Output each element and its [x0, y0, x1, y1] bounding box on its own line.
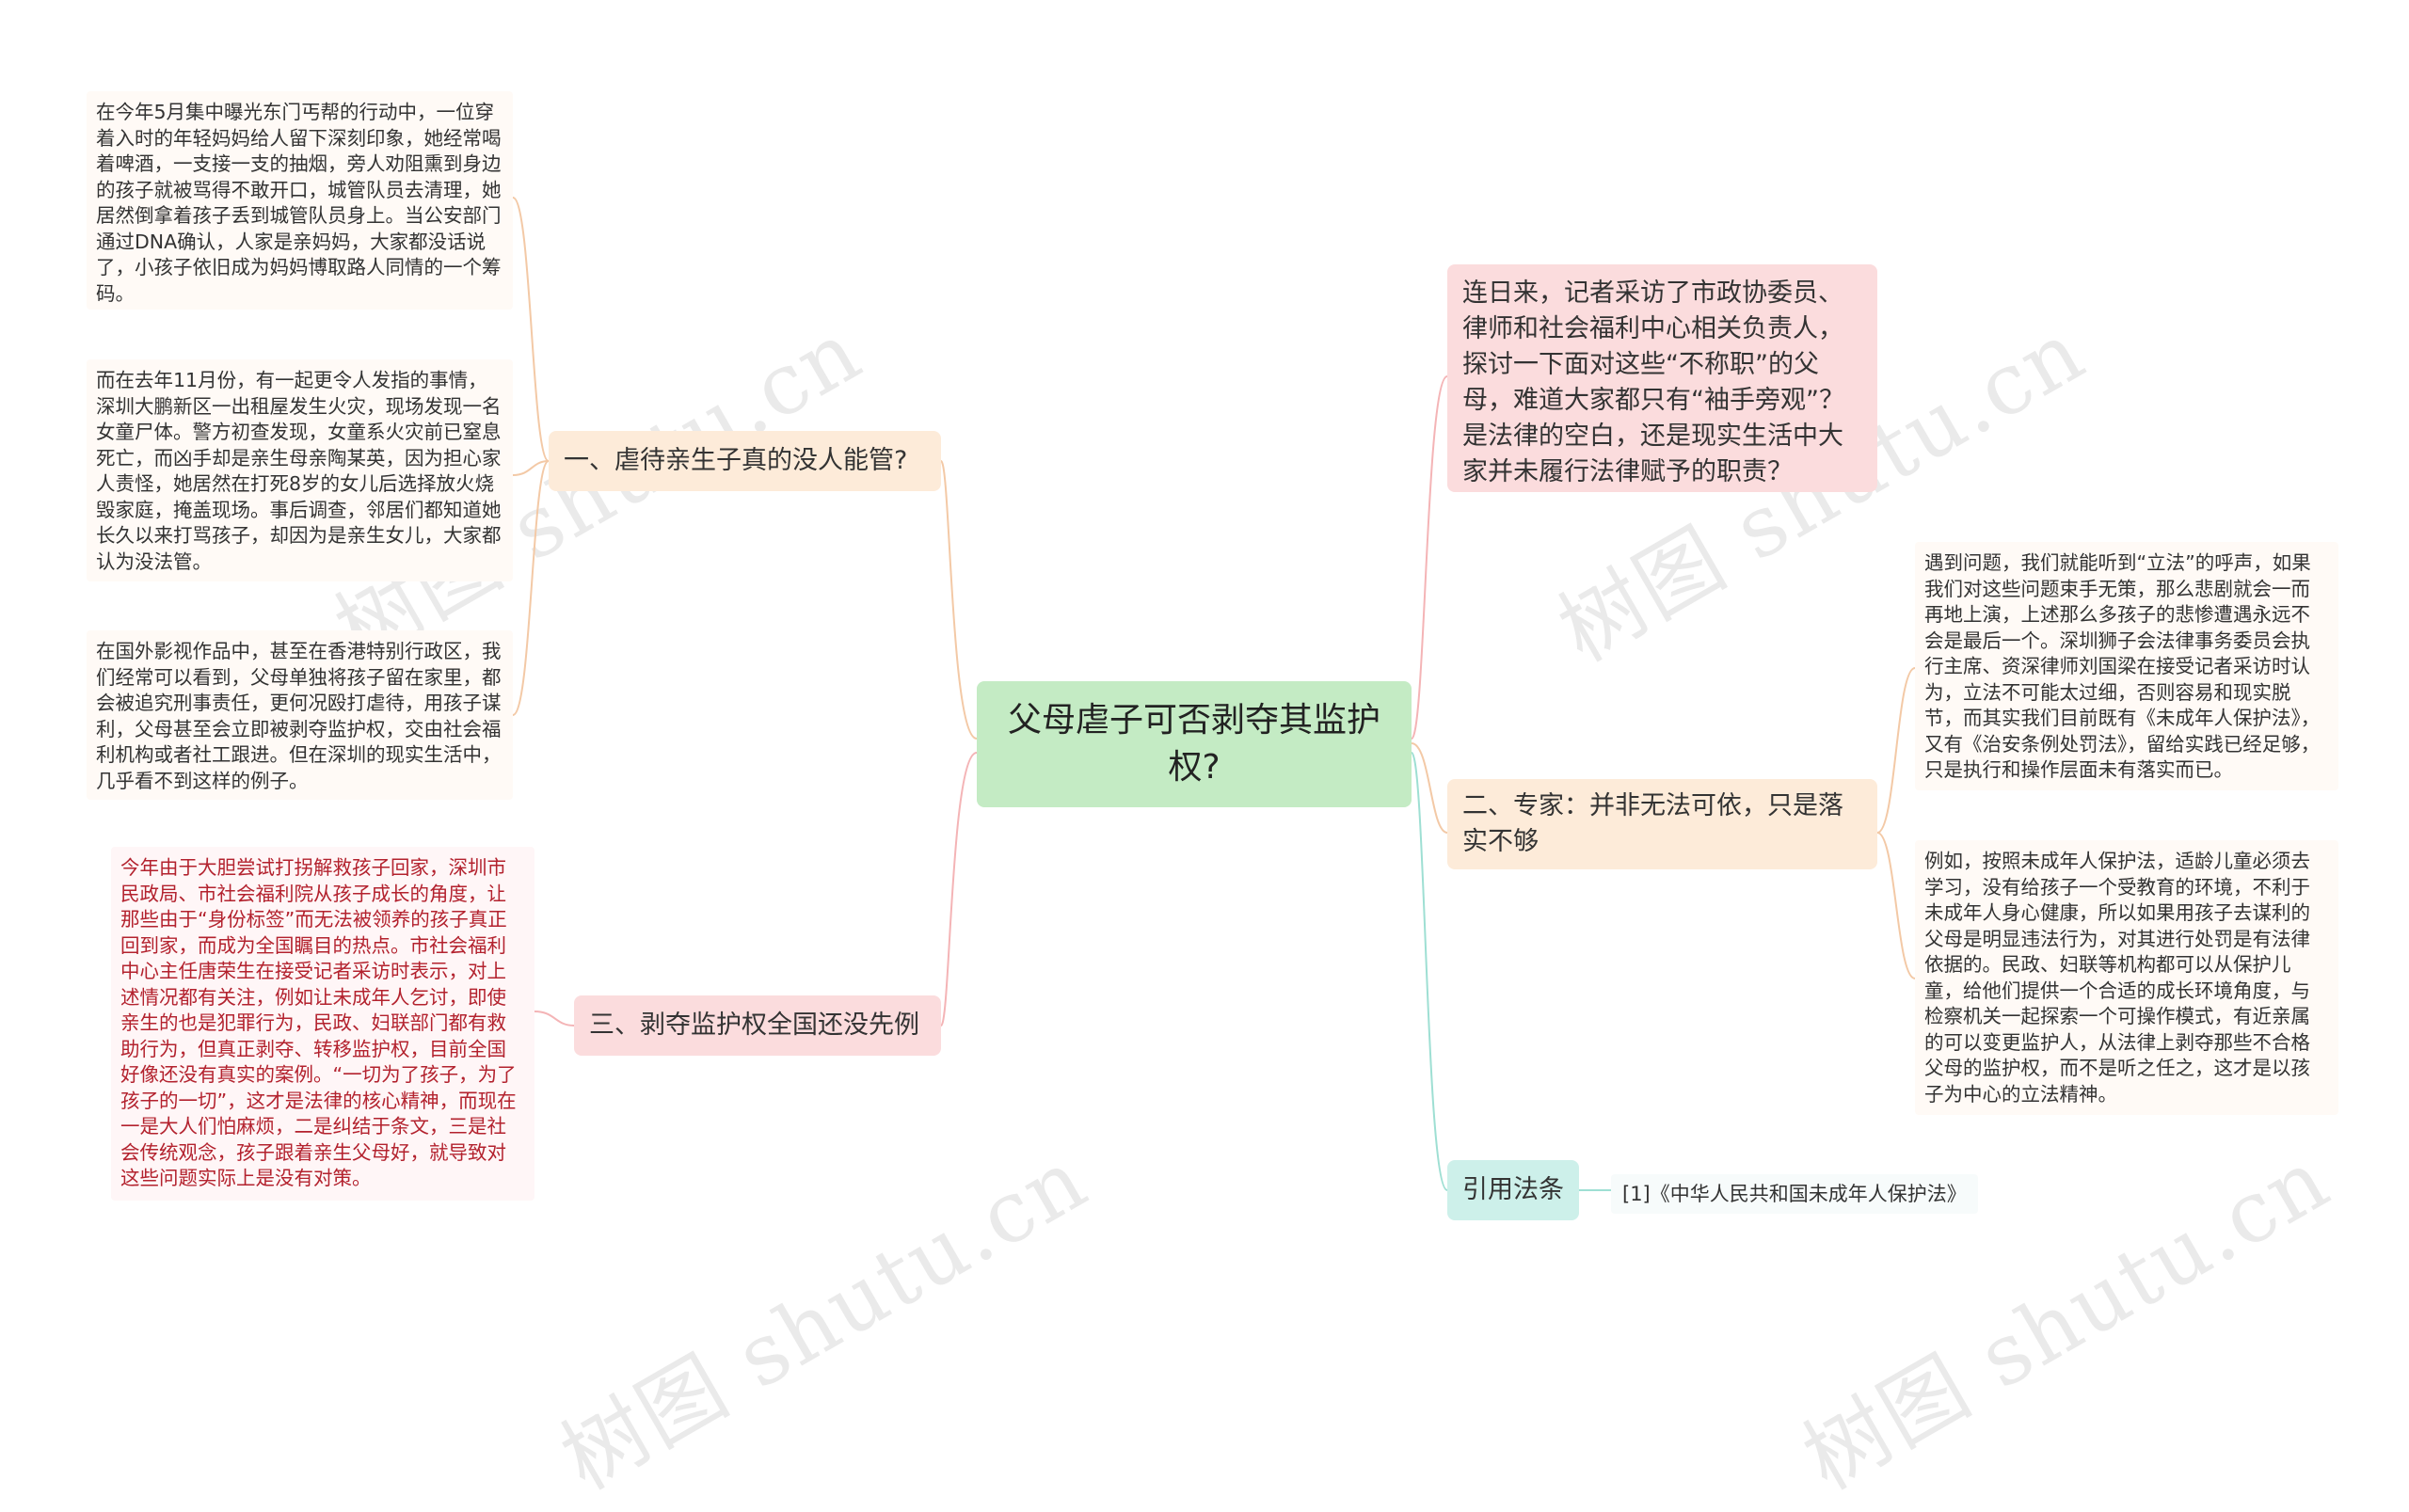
reference-link[interactable]: [1]《中华人民共和国未成年人保护法》: [1611, 1174, 1978, 1214]
intro-topic-label: 连日来，记者采访了市政协委员、律师和社会福利中心相关负责人，探讨一下面对这些“不…: [1462, 279, 1844, 486]
topic-3-note-1[interactable]: 今年由于大胆尝试打拐解救孩子回家，深圳市民政局、市社会福利院从孩子成长的角度，让…: [111, 847, 534, 1201]
note-text: 而在去年11月份，有一起更令人发指的事情，深圳大鹏新区一出租屋发生火灾，现场发现…: [96, 369, 502, 573]
reference-topic[interactable]: 引用法条: [1447, 1160, 1579, 1220]
reference-topic-label: 引用法条: [1462, 1175, 1564, 1204]
topic-3[interactable]: 三、剥夺监护权全国还没先例: [574, 995, 941, 1056]
central-topic[interactable]: 父母虐子可否剥夺其监护权?: [977, 681, 1412, 807]
topic-1-note-1[interactable]: 在今年5月集中曝光东门丐帮的行动中，一位穿着入时的年轻妈妈给人留下深刻印象，她经…: [87, 91, 513, 310]
connector-lines: [512, 197, 1916, 1191]
topic-2-label: 二、专家：并非无法可依，只是落实不够: [1462, 791, 1843, 856]
intro-topic[interactable]: 连日来，记者采访了市政协委员、律师和社会福利中心相关负责人，探讨一下面对这些“不…: [1447, 264, 1877, 492]
topic-1-note-3[interactable]: 在国外影视作品中，甚至在香港特别行政区，我们经常可以看到，父母单独将孩子留在家里…: [87, 630, 513, 800]
topic-3-label: 三、剥夺监护权全国还没先例: [589, 1011, 919, 1040]
note-text: 例如，按照未成年人保护法，适龄儿童必须去学习，没有给孩子一个受教育的环境，不利于…: [1924, 850, 2310, 1106]
topic-2[interactable]: 二、专家：并非无法可依，只是落实不够: [1447, 779, 1877, 869]
note-text: 今年由于大胆尝试打拐解救孩子回家，深圳市民政局、市社会福利院从孩子成长的角度，让…: [120, 856, 517, 1189]
topic-2-note-2[interactable]: 例如，按照未成年人保护法，适龄儿童必须去学习，没有给孩子一个受教育的环境，不利于…: [1915, 840, 2338, 1115]
note-text: 在国外影视作品中，甚至在香港特别行政区，我们经常可以看到，父母单独将孩子留在家里…: [96, 640, 502, 792]
note-text: 遇到问题，我们就能听到“立法”的呼声，如果我们对这些问题束手无策，那么悲剧就会一…: [1924, 551, 2321, 781]
central-topic-label: 父母虐子可否剥夺其监护权?: [1007, 701, 1380, 787]
topic-1[interactable]: 一、虐待亲生子真的没人能管?: [549, 431, 941, 491]
topic-1-label: 一、虐待亲生子真的没人能管?: [564, 446, 908, 475]
reference-text: [1]《中华人民共和国未成年人保护法》: [1622, 1183, 1967, 1205]
topic-1-note-2[interactable]: 而在去年11月份，有一起更令人发指的事情，深圳大鹏新区一出租屋发生火灾，现场发现…: [87, 359, 513, 581]
topic-2-note-1[interactable]: 遇到问题，我们就能听到“立法”的呼声，如果我们对这些问题束手无策，那么悲剧就会一…: [1915, 542, 2338, 790]
note-text: 在今年5月集中曝光东门丐帮的行动中，一位穿着入时的年轻妈妈给人留下深刻印象，她经…: [96, 101, 502, 305]
